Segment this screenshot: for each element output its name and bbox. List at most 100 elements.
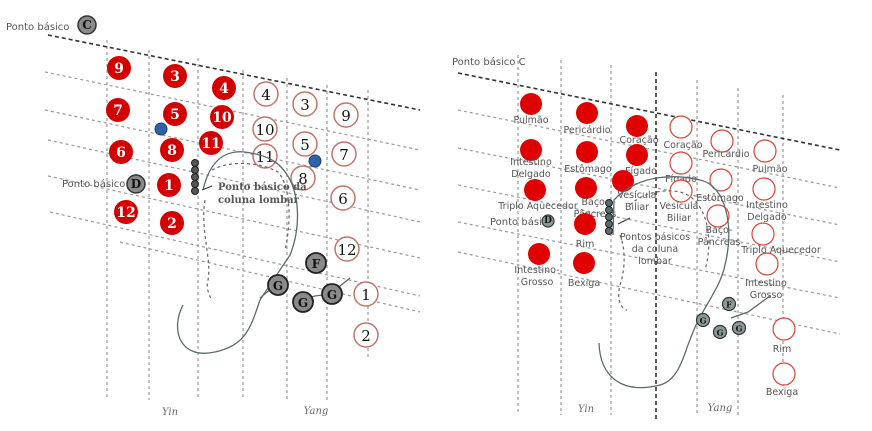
basic-point-d[interactable]: D: [126, 174, 146, 194]
yang-organ-point[interactable]: Estômago: [696, 168, 744, 204]
ear-outline: [598, 176, 730, 389]
yin-point[interactable]: 1: [157, 173, 181, 197]
yin-organ-point[interactable]: Baço-Pâncreas: [574, 177, 617, 220]
organ-label: Pulmão: [752, 164, 787, 175]
yin-point[interactable]: 6: [109, 140, 133, 164]
yin-point[interactable]: 11: [199, 131, 223, 155]
grey-point[interactable]: G: [695, 312, 711, 328]
yang-organ-point[interactable]: Triplo Aquecedor: [740, 222, 821, 256]
grey-point[interactable]: F: [305, 252, 327, 274]
yang-point[interactable]: 12: [334, 236, 360, 262]
yang-organ-point[interactable]: Pulmão: [752, 139, 788, 175]
point-number: 6: [338, 190, 348, 208]
yang-point[interactable]: 11: [252, 143, 278, 169]
yang-point[interactable]: 4: [253, 81, 279, 107]
yang-point[interactable]: 10: [252, 116, 278, 142]
lumbar-points[interactable]: [191, 159, 199, 195]
blue-point[interactable]: [308, 154, 322, 168]
organ-label: Biliar: [667, 213, 691, 224]
grey-point[interactable]: F: [721, 296, 737, 312]
ear-inner: [629, 190, 710, 271]
yang-point[interactable]: 6: [330, 185, 356, 211]
grey-point[interactable]: G: [292, 291, 314, 313]
grid-line: [47, 34, 421, 111]
point-letter: G: [273, 279, 283, 293]
ear-outline: [176, 151, 299, 354]
grid-line: [457, 147, 841, 226]
yin-point[interactable]: 7: [106, 98, 130, 122]
yin-point[interactable]: 9: [107, 56, 131, 80]
yin-organ-point[interactable]: Estômago: [564, 141, 612, 175]
grey-point[interactable]: G: [712, 324, 728, 340]
yang-organ-point[interactable]: Rim: [772, 317, 796, 355]
yin-point[interactable]: 4: [212, 76, 236, 100]
yang-organ-point[interactable]: Bexiga: [766, 362, 798, 398]
yin-organ-point[interactable]: Pulmão: [513, 93, 549, 126]
organ-label: Biliar: [625, 202, 649, 213]
yang-organ-point[interactable]: Coração: [663, 115, 703, 151]
organ-label: Delgado: [747, 212, 787, 223]
pointer-line: [617, 217, 631, 225]
point-number: 3: [300, 96, 310, 114]
yin-organ-point[interactable]: Rim: [574, 213, 596, 250]
yang-point[interactable]: 1: [353, 281, 379, 307]
grey-point[interactable]: G: [321, 283, 343, 305]
organ-label: Estômago: [564, 164, 612, 175]
yang-point[interactable]: 9: [333, 102, 359, 128]
yin-organ-point[interactable]: Bexiga: [568, 252, 600, 289]
yang-organ-points: CoraçãoPericárdioPulmãoFígadoEstômagoInt…: [660, 115, 821, 398]
point-number: 4: [219, 81, 229, 97]
yang-point[interactable]: 5: [292, 131, 318, 157]
lumbar-label-2: coluna lombar: [218, 195, 300, 206]
yin-point[interactable]: 2: [160, 211, 184, 235]
organ-label: Intestino: [510, 157, 552, 168]
yin-point[interactable]: 5: [163, 102, 187, 126]
yang-point[interactable]: 3: [292, 91, 318, 117]
point-letter: G: [327, 288, 337, 302]
grey-point[interactable]: G: [731, 320, 747, 336]
basic-point-c-label: Ponto básico C: [452, 56, 526, 68]
blue-point[interactable]: [154, 122, 168, 136]
yin-point[interactable]: 10: [210, 105, 234, 129]
yin-point[interactable]: 12: [114, 200, 138, 224]
right-diagram: Ponto básico C PulmãoPericárdioCoraçãoIn…: [452, 55, 841, 420]
basic-point-d[interactable]: D: [541, 214, 555, 228]
yin-point[interactable]: 8: [160, 138, 184, 162]
point-number: 4: [261, 86, 271, 104]
organ-label: Baço-: [706, 225, 733, 236]
yang-point[interactable]: 7: [331, 141, 357, 167]
grey-point[interactable]: G: [267, 274, 289, 296]
yin-organ-point[interactable]: Coração: [619, 115, 659, 146]
yin-organ-point[interactable]: Fígado: [625, 144, 657, 177]
organ-label: Bexiga: [766, 387, 798, 398]
yin-organ-point[interactable]: Pericárdio: [563, 102, 611, 136]
yin-point[interactable]: 3: [163, 64, 187, 88]
yang-organ-point[interactable]: Baço-Pâncreas: [698, 204, 741, 248]
point-number: 2: [361, 327, 371, 345]
basic-point-c[interactable]: C: [77, 15, 97, 35]
organ-label: Intestino-: [514, 265, 559, 276]
yang-point[interactable]: 2: [353, 322, 379, 348]
svg-text:C: C: [82, 18, 92, 32]
grid-line: [457, 109, 841, 189]
yang-point[interactable]: 8: [290, 165, 316, 191]
point-number: 5: [170, 107, 180, 123]
lumbar-points[interactable]: [605, 199, 613, 235]
yin-organ-point[interactable]: Intestino-Grosso: [514, 243, 560, 288]
lumbar-label-line: lombar: [638, 256, 672, 267]
yang-organ-point[interactable]: Pericárdio: [702, 129, 750, 160]
organ-label: Coração: [663, 140, 702, 151]
yin-organ-point[interactable]: Triplo Aquecedor: [497, 179, 578, 212]
organ-label: Pulmão: [513, 115, 548, 126]
organ-label: Vesícula: [618, 190, 657, 201]
organ-label: Grosso: [750, 290, 783, 301]
